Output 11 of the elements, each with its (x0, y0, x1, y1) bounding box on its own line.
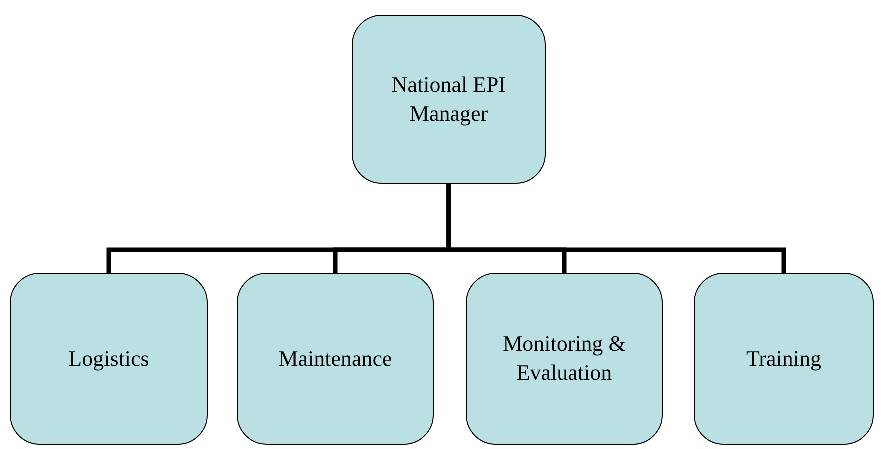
org-box (237, 273, 434, 445)
connector-line (446, 184, 786, 273)
box-label: Maintenance (278, 344, 392, 373)
org-box (352, 15, 546, 184)
box-label: Logistics (68, 344, 150, 373)
box-label: Training (746, 344, 822, 373)
org-box (694, 273, 874, 445)
box-label: Monitoring & Evaluation (502, 330, 627, 387)
box-label: National EPI Manager (390, 70, 508, 128)
org-box (10, 273, 208, 445)
org-box (466, 273, 663, 445)
